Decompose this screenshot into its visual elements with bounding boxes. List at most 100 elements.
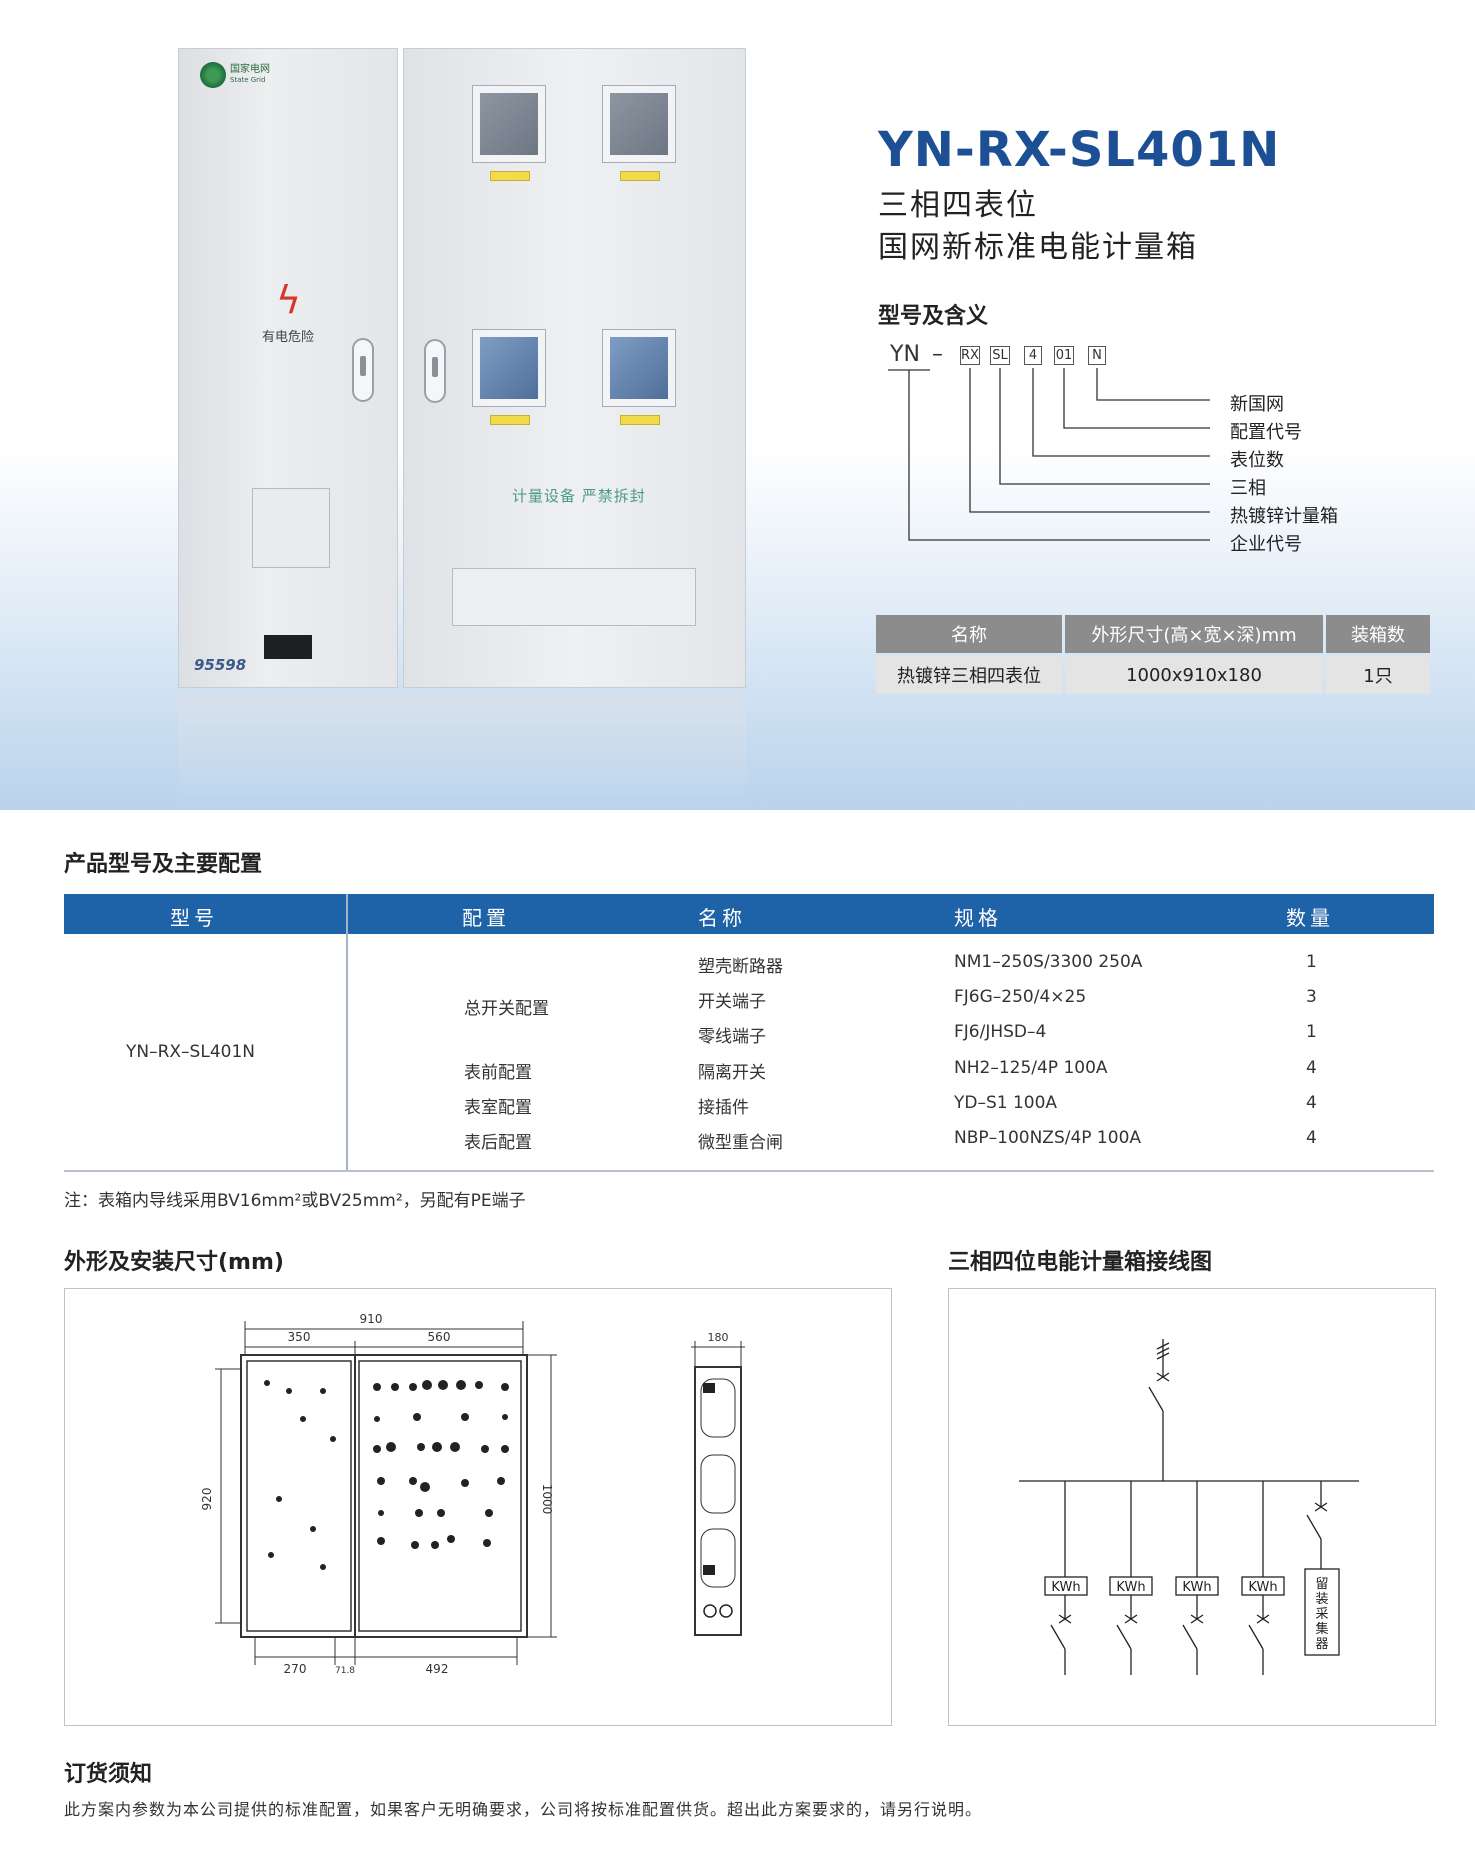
order-heading: 订货须知 — [64, 1762, 153, 1787]
code-label-meter-count: 表位数 — [1230, 450, 1284, 471]
config-group-label: 总开关配置 — [464, 999, 549, 1019]
warning-label — [490, 415, 530, 425]
code-box-4: 4 — [1024, 346, 1042, 365]
cabinet-reflection — [178, 692, 746, 810]
config-group-label: 表室配置 — [464, 1098, 532, 1118]
code-label-config: 配置代号 — [1230, 422, 1302, 443]
warning-label — [620, 415, 660, 425]
table-row-qty: 1 — [1306, 952, 1317, 972]
table-row-spec: NM1–250S/3300 250A — [954, 952, 1143, 972]
service-number: 95598 — [194, 656, 247, 674]
table-row-spec: YD–S1 100A — [954, 1093, 1058, 1113]
spec-table: 名称 外形尺寸(高×宽×深)mm 装箱数 热镀锌三相四表位 1000x910x1… — [873, 612, 1433, 697]
table-row-qty: 4 — [1306, 1093, 1317, 1113]
table-row-qty: 4 — [1306, 1128, 1317, 1148]
code-dash: – — [932, 342, 943, 367]
wiring-heading: 三相四位电能计量箱接线图 — [948, 1250, 1213, 1275]
table-row-name: 塑壳断路器 — [698, 957, 783, 977]
cabinet-lower-box — [252, 488, 330, 568]
table-row-name: 接插件 — [698, 1098, 749, 1118]
dim-depth: 180 — [708, 1331, 729, 1344]
dim-outer-height: 1000 — [540, 1484, 554, 1515]
config-group-label: 表后配置 — [464, 1133, 532, 1153]
meter-window — [472, 329, 546, 407]
code-prefix: YN — [890, 342, 920, 367]
nameplate — [264, 635, 312, 659]
config-group-label: 表前配置 — [464, 1063, 532, 1083]
collector-label: 留装采集器 — [1315, 1577, 1329, 1652]
config-bottom-rule — [64, 1170, 1434, 1172]
meter-window — [602, 329, 676, 407]
code-box-01: 01 — [1054, 346, 1074, 365]
meter-label: KWh — [1182, 1580, 1211, 1595]
dimension-drawing: 910 350 560 920 1000 270 71.8 492 180 — [200, 1312, 745, 1676]
table-row-spec: FJ6G–250/4×25 — [954, 987, 1087, 1007]
code-box-rx: RX — [960, 346, 980, 365]
code-label-galvanized: 热镀锌计量箱 — [1230, 506, 1338, 527]
table-row-name: 零线端子 — [698, 1027, 766, 1047]
dim-bottom-left: 270 — [284, 1662, 307, 1676]
drawing-heading: 外形及安装尺寸(mm) — [64, 1250, 284, 1275]
door-handle — [352, 338, 374, 402]
meter-window — [602, 85, 676, 163]
dim-total-width: 910 — [360, 1312, 383, 1326]
table-row-name: 开关端子 — [698, 992, 766, 1012]
table-row-qty: 3 — [1306, 987, 1317, 1007]
table-row-qty: 1 — [1306, 1022, 1317, 1042]
dim-right-width: 560 — [428, 1330, 451, 1344]
config-heading: 产品型号及主要配置 — [64, 852, 263, 877]
code-label-company: 企业代号 — [1230, 534, 1302, 555]
state-grid-logo-icon — [200, 62, 226, 88]
meaning-heading: 型号及含义 — [878, 304, 989, 329]
config-model-cell: YN–RX–SL401N — [126, 1042, 255, 1062]
subtitle-line2: 国网新标准电能计量箱 — [878, 230, 1198, 265]
spec-header-qty: 装箱数 — [1326, 615, 1430, 653]
warning-label — [620, 171, 660, 181]
danger-label: 有电危险 — [262, 330, 315, 345]
table-row-name: 微型重合闸 — [698, 1133, 783, 1153]
measurement-label: 计量设备 严禁拆封 — [512, 487, 646, 505]
table-row-spec: FJ6/JHSD–4 — [954, 1022, 1047, 1042]
dim-inner-height: 920 — [200, 1488, 214, 1511]
code-label-new-grid: 新国网 — [1230, 394, 1284, 415]
dim-bottom-right: 492 — [426, 1662, 449, 1676]
subtitle-line1: 三相四表位 — [878, 188, 1038, 223]
state-grid-logo-text: 国家电网 State Grid — [230, 64, 270, 84]
table-row-name: 隔离开关 — [698, 1063, 766, 1083]
lightning-bolt-icon: ϟ — [276, 278, 302, 322]
model-title: YN-RX-SL401N — [878, 122, 1281, 178]
config-header-qty: 数量 — [1286, 906, 1334, 930]
order-text: 此方案内参数为本公司提供的标准配置，如果客户无明确要求，公司将按标准配置供货。超… — [64, 1800, 983, 1819]
meter-label: KWh — [1051, 1580, 1080, 1595]
table-row-spec: NBP–100NZS/4P 100A — [954, 1128, 1142, 1148]
spec-cell-size: 1000x910x180 — [1065, 656, 1323, 694]
spec-header-name: 名称 — [876, 615, 1062, 653]
meter-window — [472, 85, 546, 163]
spec-cell-name: 热镀锌三相四表位 — [876, 656, 1062, 694]
dim-bottom-mid: 71.8 — [335, 1666, 355, 1676]
config-header-name: 名称 — [698, 906, 746, 930]
door-handle — [424, 339, 446, 403]
code-box-sl: SL — [990, 346, 1010, 365]
spec-cell-qty: 1只 — [1326, 656, 1430, 694]
spec-header-size: 外形尺寸(高×宽×深)mm — [1065, 615, 1323, 653]
config-column-divider — [346, 894, 348, 1170]
model-code-diagram: YN – RX SL 4 01 N 新国网 配置代号 表位数 三相 热镀锌计量箱… — [880, 338, 1400, 558]
wiring-diagram: KWh KWh KWh KWh — [1019, 1339, 1359, 1675]
code-leader-lines — [888, 368, 1210, 541]
dim-left-width: 350 — [288, 1330, 311, 1344]
config-header-config: 配置 — [462, 906, 510, 930]
meter-label: KWh — [1248, 1580, 1277, 1595]
cabinet-bottom-panel — [452, 568, 696, 626]
hero-banner: 国家电网 State Grid ϟ 有电危险 95598 计量设备 严禁拆封 Y… — [0, 0, 1475, 810]
wiring-diagram-frame: KWh KWh KWh KWh 留装采集器 — [948, 1288, 1436, 1726]
warning-label — [490, 171, 530, 181]
table-row-qty: 4 — [1306, 1058, 1317, 1078]
table-row-spec: NH2–125/4P 100A — [954, 1058, 1108, 1078]
config-note: 注：表箱内导线采用BV16mm²或BV25mm²，另配有PE端子 — [64, 1191, 526, 1211]
code-label-three-phase: 三相 — [1230, 478, 1266, 499]
meter-label: KWh — [1116, 1580, 1145, 1595]
dimension-drawing-frame: 910 350 560 920 1000 270 71.8 492 180 — [64, 1288, 892, 1726]
config-header-spec: 规格 — [954, 906, 1002, 930]
config-table-header: 型号 配置 名称 规格 数量 — [64, 894, 1434, 934]
